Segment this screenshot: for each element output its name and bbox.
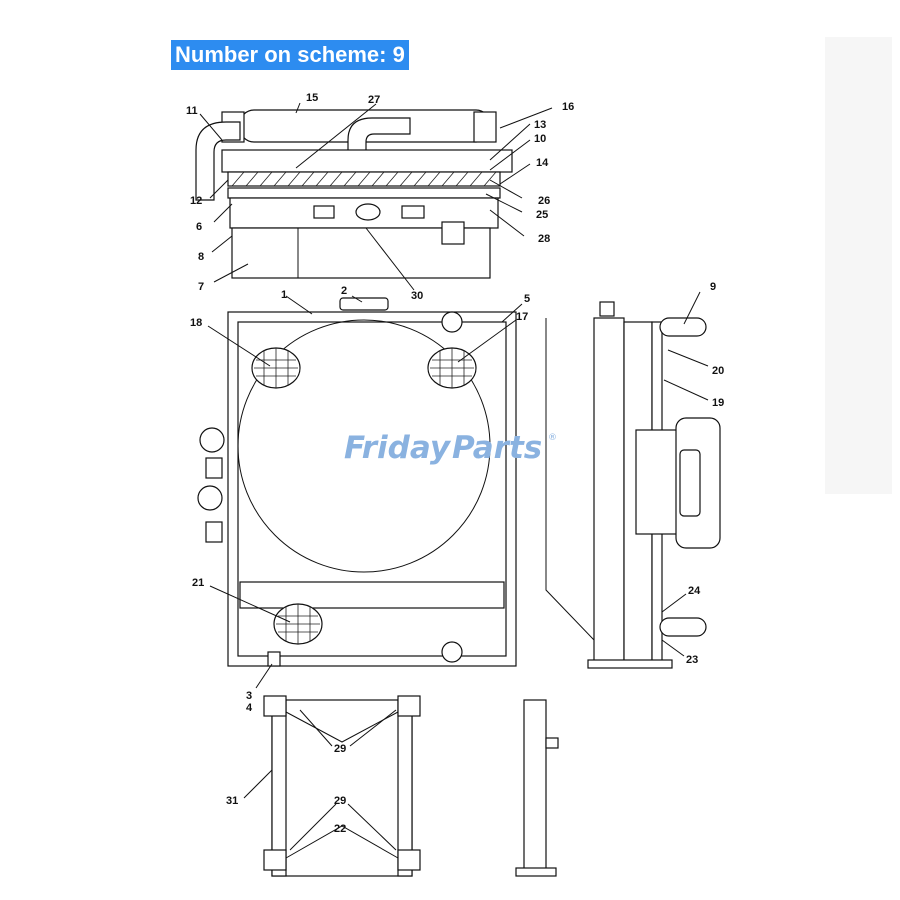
callout-27: 27 bbox=[368, 94, 380, 106]
callout-29-top: 29 bbox=[334, 743, 346, 755]
callout-29-bottom: 29 bbox=[334, 795, 346, 807]
mesh-patch-18 bbox=[251, 347, 301, 389]
callout-31: 31 bbox=[226, 795, 238, 807]
leader-lines bbox=[199, 102, 709, 851]
callout-9: 9 bbox=[710, 281, 716, 293]
callout-21: 21 bbox=[192, 577, 204, 589]
callout-10: 10 bbox=[534, 133, 546, 145]
callout-25: 25 bbox=[536, 209, 548, 221]
callout-1: 1 bbox=[281, 289, 287, 301]
lower-frame bbox=[263, 695, 421, 877]
mesh-patch-21 bbox=[273, 603, 323, 645]
callout-7: 7 bbox=[198, 281, 204, 293]
callout-2: 2 bbox=[341, 285, 347, 297]
callout-12: 12 bbox=[190, 195, 202, 207]
watermark-friday: Friday bbox=[344, 430, 452, 466]
side-bracket bbox=[515, 699, 559, 877]
callout-30: 30 bbox=[411, 290, 423, 302]
callout-20: 20 bbox=[712, 365, 724, 377]
callout-13: 13 bbox=[534, 119, 546, 131]
radiator-front-view bbox=[197, 297, 517, 667]
callouts: 1 2 3 4 5 6 7 8 9 10 11 12 13 14 15 16 1… bbox=[186, 92, 724, 835]
callout-17: 17 bbox=[516, 311, 528, 323]
callout-11: 11 bbox=[186, 105, 198, 117]
fridayparts-watermark: Friday Parts ® bbox=[344, 430, 557, 466]
callout-19: 19 bbox=[712, 397, 724, 409]
top-assembly bbox=[195, 109, 513, 279]
callout-26: 26 bbox=[538, 195, 550, 207]
callout-14: 14 bbox=[536, 157, 549, 169]
callout-6: 6 bbox=[196, 221, 202, 233]
callout-22: 22 bbox=[334, 823, 346, 835]
callout-24: 24 bbox=[688, 585, 701, 597]
side-panel-background bbox=[825, 37, 892, 494]
callout-8: 8 bbox=[198, 251, 204, 263]
radiator-side-view bbox=[545, 301, 721, 669]
callout-16: 16 bbox=[562, 101, 574, 113]
callout-4: 4 bbox=[246, 702, 253, 714]
callout-5: 5 bbox=[524, 293, 530, 305]
watermark-parts: Parts bbox=[452, 430, 542, 466]
callout-3: 3 bbox=[246, 690, 252, 702]
callout-15: 15 bbox=[306, 92, 318, 104]
callout-28: 28 bbox=[538, 233, 550, 245]
watermark-registered-mark: ® bbox=[548, 433, 557, 443]
callout-23: 23 bbox=[686, 654, 698, 666]
scheme-number-banner: Number on scheme: 9 bbox=[171, 40, 409, 70]
callout-18: 18 bbox=[190, 317, 202, 329]
